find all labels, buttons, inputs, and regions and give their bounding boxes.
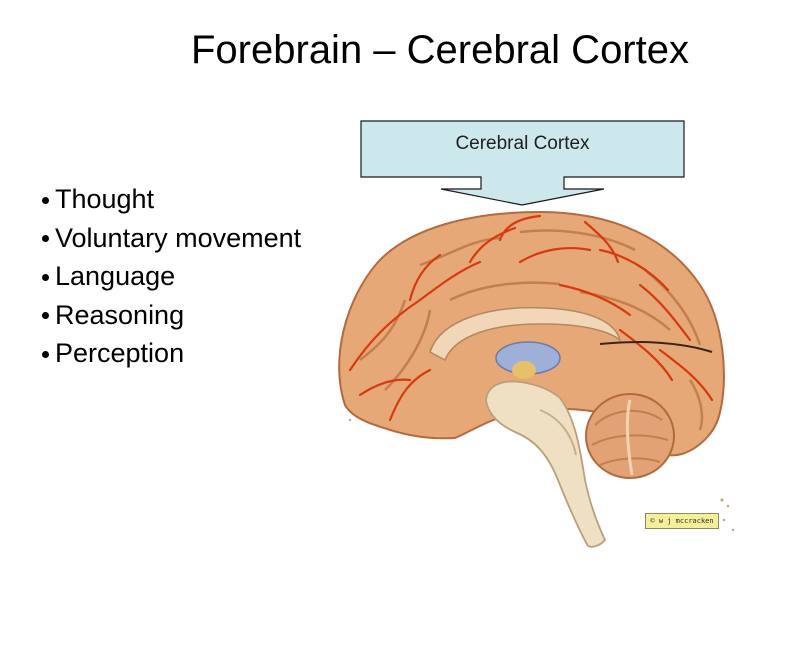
fissure-line xyxy=(599,341,713,353)
slide-title: Forebrain – Cerebral Cortex xyxy=(191,28,689,72)
list-item: Language xyxy=(42,257,301,296)
pons xyxy=(539,409,577,456)
corpus-callosum xyxy=(429,306,622,362)
list-item: Perception xyxy=(42,334,301,373)
function-label: Language xyxy=(55,261,176,291)
function-list: Thought Voluntary movement Language Reas… xyxy=(42,180,301,373)
function-label: Voluntary movement xyxy=(55,222,302,253)
function-label: Perception xyxy=(55,338,185,368)
list-item: Voluntary movement xyxy=(42,219,301,258)
thalamus-center xyxy=(512,361,536,379)
function-label: Reasoning xyxy=(55,299,185,330)
bullet-dot xyxy=(42,196,49,204)
bullet-dot xyxy=(42,350,49,358)
edge-speckles xyxy=(348,418,735,532)
bullet-dot xyxy=(42,273,49,281)
bullet-dot xyxy=(42,235,49,243)
brainstem xyxy=(485,380,607,548)
list-item: Reasoning xyxy=(42,296,301,335)
callout-label: Cerebral Cortex xyxy=(455,133,590,154)
callout-arrow xyxy=(360,120,685,206)
function-label: Thought xyxy=(55,184,155,214)
image-credit: © w j mccracken xyxy=(645,513,719,529)
bullet-dot xyxy=(42,312,49,320)
cerebellum xyxy=(585,393,675,479)
list-item: Thought xyxy=(42,180,301,219)
